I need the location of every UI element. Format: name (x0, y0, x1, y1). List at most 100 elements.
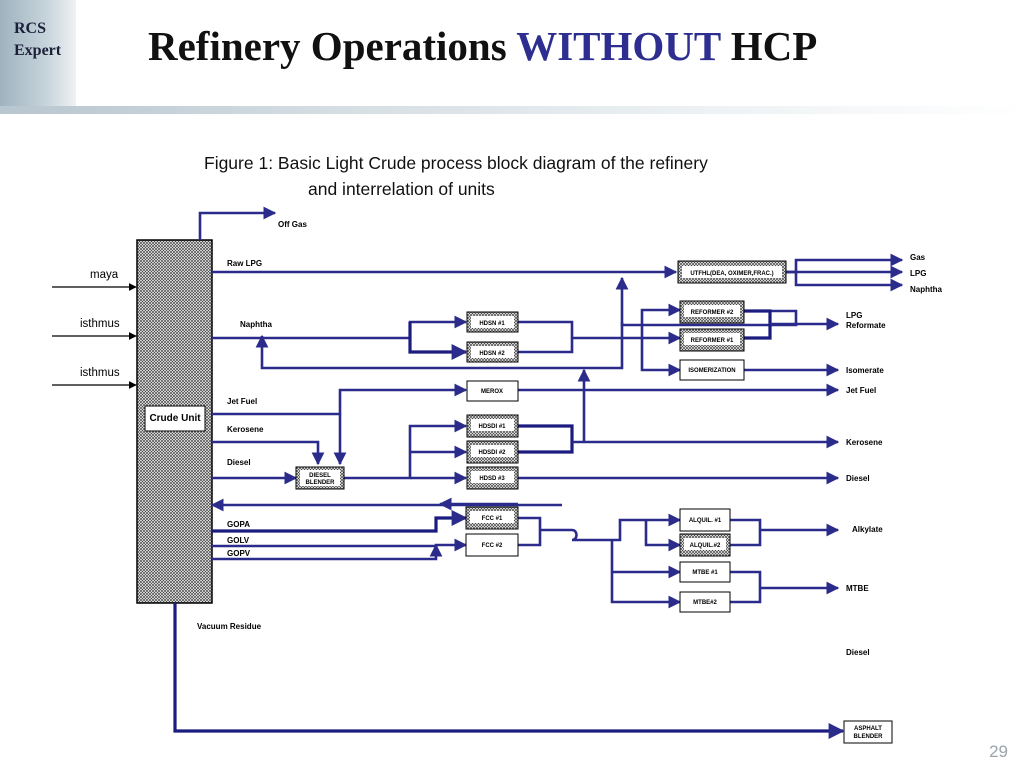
feed-label-isthmus-2: isthmus (80, 367, 120, 379)
unit-alquil2-label: ALQUIL.#2 (690, 543, 721, 549)
unit-alquil1 (679, 508, 731, 532)
label-gopa: GOPA (227, 520, 250, 529)
product-naphtha: Naphtha (910, 285, 943, 294)
unit-merox-label: MEROX (481, 389, 503, 395)
flow-vacuum-residue (173, 603, 845, 739)
flow-fcc-link (518, 516, 542, 547)
unit-reformer2-label: REFORMER #2 (691, 310, 734, 316)
label-gopv: GOPV (227, 549, 251, 558)
flow-mtbe-link (730, 570, 762, 604)
page-number: 29 (989, 742, 1008, 761)
unit-asphalt-label-1: ASPHALT (854, 726, 882, 732)
unit-hdsdi2-label: HDSDI #2 (478, 450, 506, 456)
label-naphtha: Naphtha (240, 320, 273, 329)
product-diesel: Diesel (846, 474, 870, 483)
unit-utfhl-label-bg (682, 266, 782, 278)
unit-fcc1-label: FCC #1 (482, 516, 503, 522)
unit-isomerization-label: ISOMERIZATION (688, 368, 735, 374)
logo-line-2: Expert (14, 42, 62, 59)
unit-diesel-blender-label-2: BLENDER (305, 480, 335, 486)
crude-unit-label: Crude Unit (149, 413, 201, 424)
label-raw-lpg: Raw LPG (227, 259, 262, 268)
feed-label-maya: maya (90, 269, 119, 281)
flow-golv (212, 538, 468, 552)
header-band (0, 0, 1024, 108)
flow-fcc-alquil1 (540, 513, 682, 542)
unit-diesel-blender-label-bg (300, 470, 340, 486)
feed-label-isthmus-1: isthmus (80, 318, 120, 330)
label-golv: GOLV (227, 536, 250, 545)
product-mtbe: MTBE (846, 584, 869, 593)
slide-title: Refinery Operations WITHOUT HCP (148, 22, 817, 70)
unit-isomerization (679, 359, 745, 381)
product-lpg: LPG (910, 269, 926, 278)
unit-fcc2 (465, 533, 519, 557)
unit-mtbe2-label: MTBE#2 (693, 600, 717, 606)
unit-reformer1-label-bg (684, 333, 740, 345)
unit-asphalt-label-2: BLENDER (853, 734, 883, 740)
label-vacuum-residue: Vacuum Residue (197, 622, 262, 631)
logo-box: RCS Expert (0, 0, 76, 106)
unit-hdsdi1-label: HDSDI #1 (478, 424, 506, 430)
flow-fcc-alquil2 (644, 520, 682, 552)
flow-hdsdi-link (518, 424, 574, 454)
unit-fcc2-label: FCC #2 (482, 543, 503, 549)
flow-jet-fuel-merox (212, 383, 468, 416)
unit-hdsdi1-label-bg (471, 419, 514, 431)
flow-hdsn-reformer2 (518, 303, 682, 340)
unit-hdsd3-label-bg (471, 471, 514, 483)
unit-fcc1-label-bg (470, 511, 514, 523)
product-diesel-2: Diesel (846, 648, 870, 657)
units: UTFHL(DEA, OXIMER,FRAC.) HDSN #1 HDSN #2… (295, 260, 893, 744)
label-kerosene: Kerosene (227, 425, 264, 434)
product-jet-fuel: Jet Fuel (846, 386, 876, 395)
unit-reformer1-label: REFORMER #1 (691, 338, 734, 344)
unit-hdsn2-label-bg (471, 346, 514, 358)
flow-alquil-link (730, 518, 762, 547)
product-reformate: Reformate (846, 321, 886, 330)
crude-unit-label-box (144, 405, 206, 432)
flow-gas-out (786, 253, 904, 274)
unit-mtbe1 (679, 561, 731, 583)
unit-hdsn1-label-bg (471, 316, 514, 328)
flow-lines (173, 206, 904, 739)
feed-lines (52, 283, 137, 389)
logo-text: RCS Expert (14, 18, 61, 62)
label-diesel: Diesel (227, 458, 251, 467)
unit-mtbe2 (679, 591, 731, 613)
unit-diesel-blender-label-1: DIESEL (309, 473, 331, 479)
flow-hdsn-isomerization (640, 338, 682, 377)
flow-kerosene-blender (212, 440, 325, 466)
product-alkylate: Alkylate (852, 525, 883, 534)
caption-line-1: Figure 1: Basic Light Crude process bloc… (204, 153, 708, 173)
unit-utfhl-label: UTFHL(DEA, OXIMER,FRAC.) (690, 271, 773, 277)
flow-fcc-mtbe2 (610, 572, 682, 609)
flow-gopv (212, 543, 443, 561)
caption-line-2: and interrelation of units (308, 179, 495, 199)
unit-alquil1-label: ALQUIL. #1 (689, 518, 722, 524)
title-end: HCP (720, 23, 818, 69)
stream-labels: Off Gas Raw LPG Naphtha Jet Fuel Kerosen… (197, 220, 307, 631)
unit-hdsn1-label: HDSN #1 (479, 321, 505, 327)
flow-naphtha-out (786, 270, 904, 292)
unit-alquil2-label-bg (684, 538, 726, 550)
unit-hdsdi2-label-bg (471, 445, 514, 457)
logo-line-1: RCS (14, 20, 47, 37)
title-accent: WITHOUT (516, 23, 721, 69)
flow-off-gas (198, 206, 277, 240)
flow-gopa (212, 510, 468, 533)
product-labels: Gas LPG Naphtha LPG Reformate Isomerate … (846, 253, 943, 657)
title-main: Refinery Operations (148, 23, 517, 69)
flow-hdsn2-out (518, 338, 574, 354)
product-kerosene: Kerosene (846, 438, 883, 447)
label-jet-fuel: Jet Fuel (227, 397, 257, 406)
product-gas: Gas (910, 253, 926, 262)
unit-merox (466, 380, 519, 402)
unit-mtbe1-label: MTBE #1 (692, 570, 718, 576)
header-divider (0, 106, 1024, 114)
figure-caption: Figure 1: Basic Light Crude process bloc… (204, 150, 708, 202)
unit-reformer2-label-bg (684, 305, 740, 317)
flow-naphtha-recycle (255, 322, 624, 370)
product-isomerate: Isomerate (846, 366, 884, 375)
